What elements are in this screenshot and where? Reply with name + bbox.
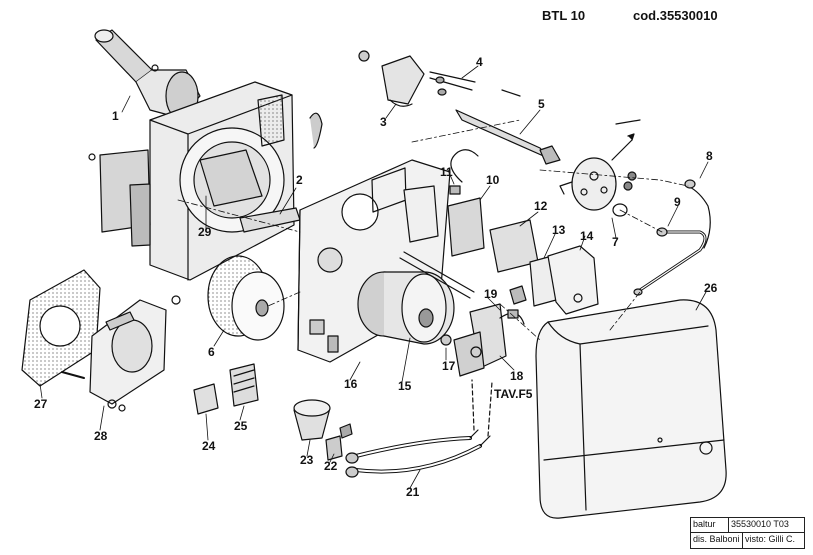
control-relays [193,363,259,415]
part-number-18: 18 [510,369,524,383]
part-number-21: 21 [406,485,420,499]
part-number-22: 22 [324,459,338,473]
part-number-19: 19 [484,287,498,301]
part-number-14: 14 [580,229,594,243]
part-number-6: 6 [208,345,215,359]
part-number-23: 23 [300,453,314,467]
code-label: cod.35530010 [633,8,718,23]
part-number-10: 10 [486,173,500,187]
head-disk [559,119,641,217]
burner-cover [535,299,727,519]
part-number-16: 16 [344,377,358,391]
part-number-2: 2 [296,173,303,187]
pump-reference-label: TAV.F5 [494,387,533,401]
part-number-9: 9 [674,195,681,209]
part-number-29: 29 [198,225,212,239]
part-number-4: 4 [476,55,483,69]
oil-pipe [633,179,711,296]
brand-cell: baltur [691,518,729,533]
part-number-25: 25 [234,419,248,433]
part-number-1: 1 [112,109,119,123]
part-number-28: 28 [94,429,108,443]
part-number-13: 13 [552,223,566,237]
part-number-11: 11 [440,165,453,179]
drawing-number-cell: 35530010 T03 [729,518,804,533]
part-number-3: 3 [380,115,387,129]
electrode-assembly [358,50,561,165]
flexible-hoses [345,379,493,478]
part-number-27: 27 [34,397,48,411]
model-label: BTL 10 [542,8,586,23]
clamp-flange [61,295,181,412]
blast-tube [94,29,201,121]
part-number-17: 17 [442,359,456,373]
burner-housing [88,81,323,281]
fan-wheel [207,255,285,341]
motor [357,251,475,345]
control-components [403,149,599,315]
oil-pump [440,303,525,377]
part-number-12: 12 [534,199,548,213]
part-number-8: 8 [706,149,713,163]
part-number-5: 5 [538,97,545,111]
part-number-7: 7 [612,235,619,249]
fittings-filter [293,399,353,461]
part-number-26: 26 [704,281,718,295]
title-block: baltur 35530010 T03 dis. Balboni visto: … [690,517,805,549]
drawn-by-cell: dis. Balboni [691,533,743,548]
part-number-15: 15 [398,379,412,393]
part-number-24: 24 [202,439,216,453]
flange-gasket [21,269,101,387]
checked-by-cell: visto: Gilli C. [745,534,796,544]
